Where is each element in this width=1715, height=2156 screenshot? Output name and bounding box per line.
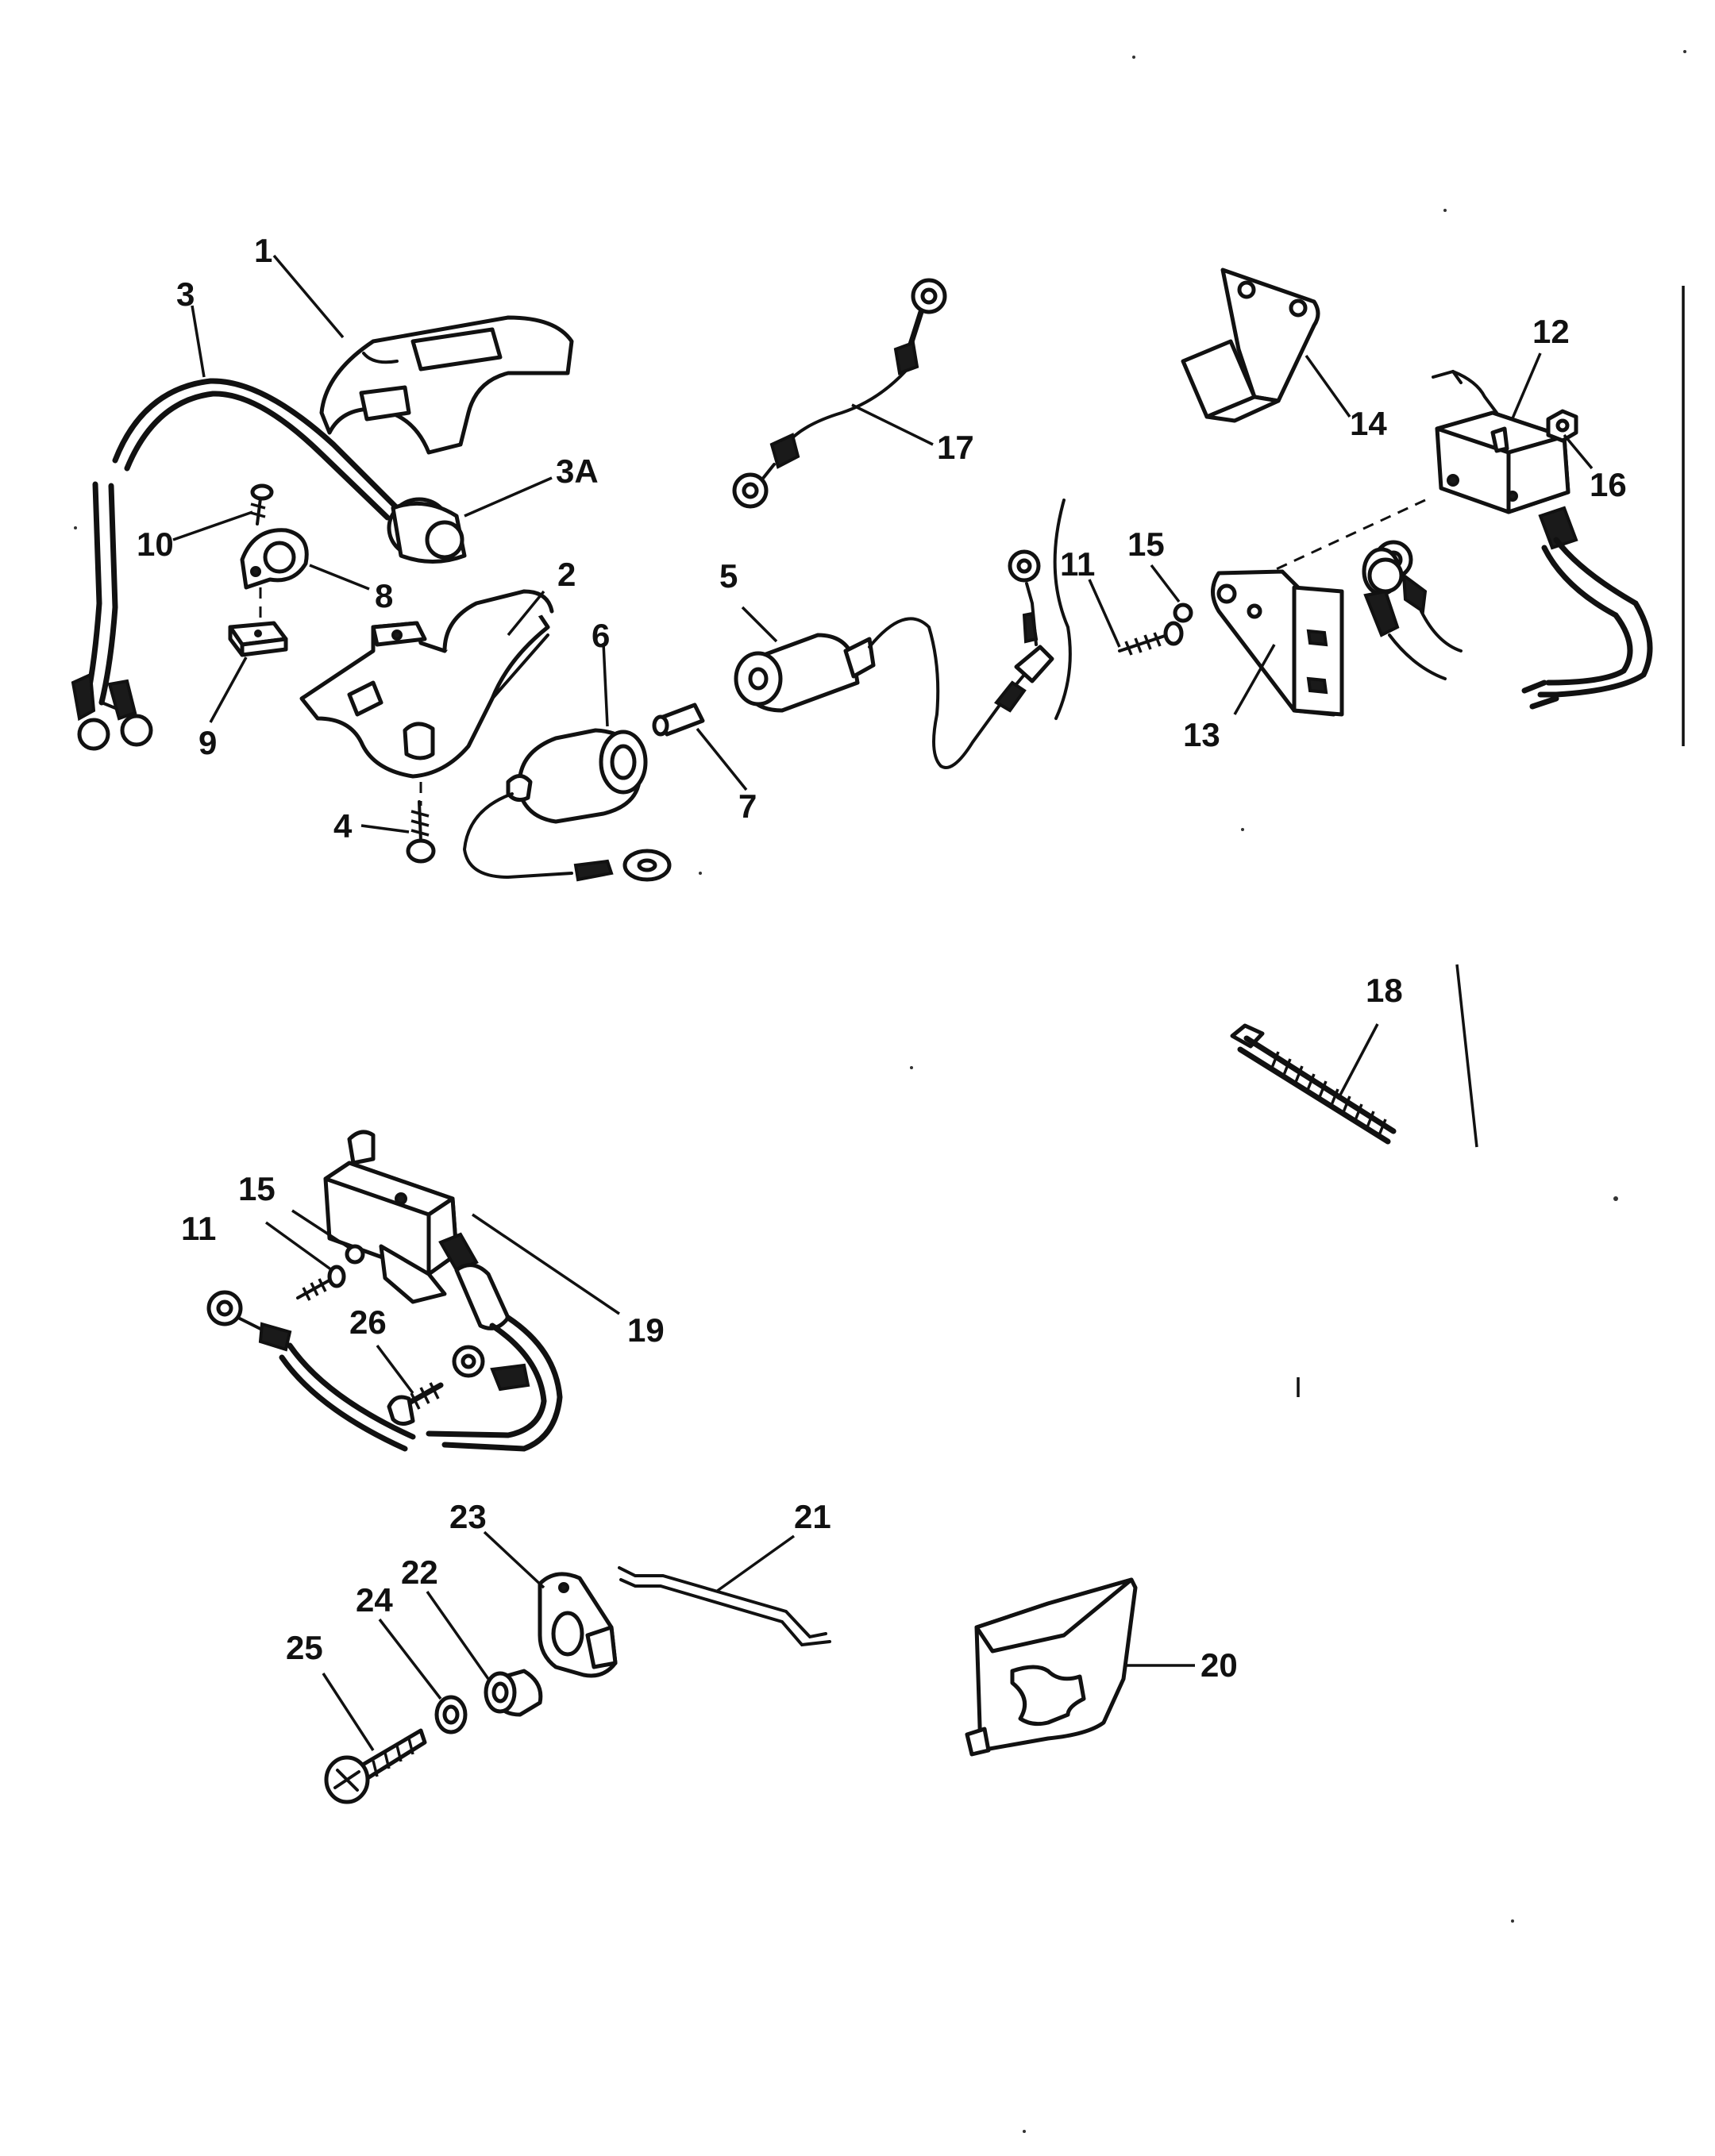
part-24-washer	[434, 1695, 468, 1734]
bolt-thread-ticks	[1270, 1051, 1387, 1136]
leader-lines	[172, 254, 1594, 1751]
callout-14: 14	[1350, 405, 1387, 442]
callout-17: 17	[937, 429, 974, 466]
part-12-switch	[1262, 369, 1653, 710]
callout-21: 21	[794, 1498, 831, 1535]
callout-19: 19	[627, 1311, 665, 1349]
part-19-switch	[323, 1130, 563, 1452]
callout-7: 7	[738, 787, 757, 825]
callout-10: 10	[137, 526, 174, 563]
callout-3a: 3A	[556, 452, 599, 490]
part-26-screw	[387, 1382, 444, 1426]
part-17-ground-wire	[732, 278, 947, 509]
scan-marks	[74, 50, 1686, 2133]
part-3a-boot	[387, 497, 467, 564]
part-8-clamp	[240, 528, 309, 590]
callout-12: 12	[1532, 313, 1570, 350]
callout-6: 6	[592, 617, 610, 654]
callout-8: 8	[375, 577, 393, 614]
callout-16: 16	[1590, 466, 1627, 503]
callout-13: 13	[1183, 716, 1220, 753]
part-23-lever	[538, 1572, 618, 1678]
callout-22: 22	[401, 1553, 438, 1591]
callout-18: 18	[1366, 972, 1403, 1009]
part-22-bushing	[484, 1669, 543, 1717]
callout-11-lower: 11	[181, 1210, 216, 1247]
callout-23: 23	[449, 1498, 487, 1535]
callout-4: 4	[333, 807, 353, 845]
part-3-cable	[71, 378, 400, 751]
part-4-screw	[406, 800, 436, 864]
callout-3: 3	[176, 275, 195, 313]
part-5-connector	[734, 549, 1054, 769]
callout-25: 25	[286, 1629, 323, 1666]
part-15-washer-lower	[345, 1244, 365, 1265]
part-7-fuse	[652, 703, 705, 737]
callout-11-upper: 11	[1060, 545, 1095, 583]
part-21-rod	[618, 1566, 831, 1647]
callout-26: 26	[349, 1303, 387, 1341]
part-18-bolt	[1230, 1023, 1397, 1145]
part-25-screw	[324, 1728, 427, 1804]
part-9-nut	[228, 587, 288, 657]
part-15-washer-upper	[1173, 603, 1193, 623]
callout-2: 2	[557, 556, 576, 593]
part-1-upper-cover	[319, 315, 574, 455]
callout-24: 24	[356, 1581, 393, 1619]
callout-15-lower: 15	[238, 1170, 276, 1207]
part-16-nut	[1546, 409, 1578, 443]
callout-5: 5	[719, 557, 738, 595]
part-6-fuse-holder	[462, 728, 672, 882]
callout-20: 20	[1200, 1646, 1238, 1684]
part-11-screw-upper	[1118, 621, 1184, 656]
part-13-plate	[1211, 569, 1344, 717]
callout-9: 9	[198, 724, 217, 761]
part-10-screw	[250, 483, 274, 526]
lower-ground-lead	[206, 1290, 416, 1452]
callout-labels: 1 3 3A 10 8 2 9 4 6 5 7 17 11 15 13 14 1…	[137, 232, 1627, 1684]
callout-15-upper: 15	[1127, 526, 1165, 563]
part-14-bracket	[1181, 268, 1320, 423]
part-11-screw-lower	[296, 1265, 346, 1301]
callout-1: 1	[254, 232, 272, 269]
part-20-cover	[965, 1577, 1138, 1757]
part-2-lower-housing	[299, 589, 554, 806]
